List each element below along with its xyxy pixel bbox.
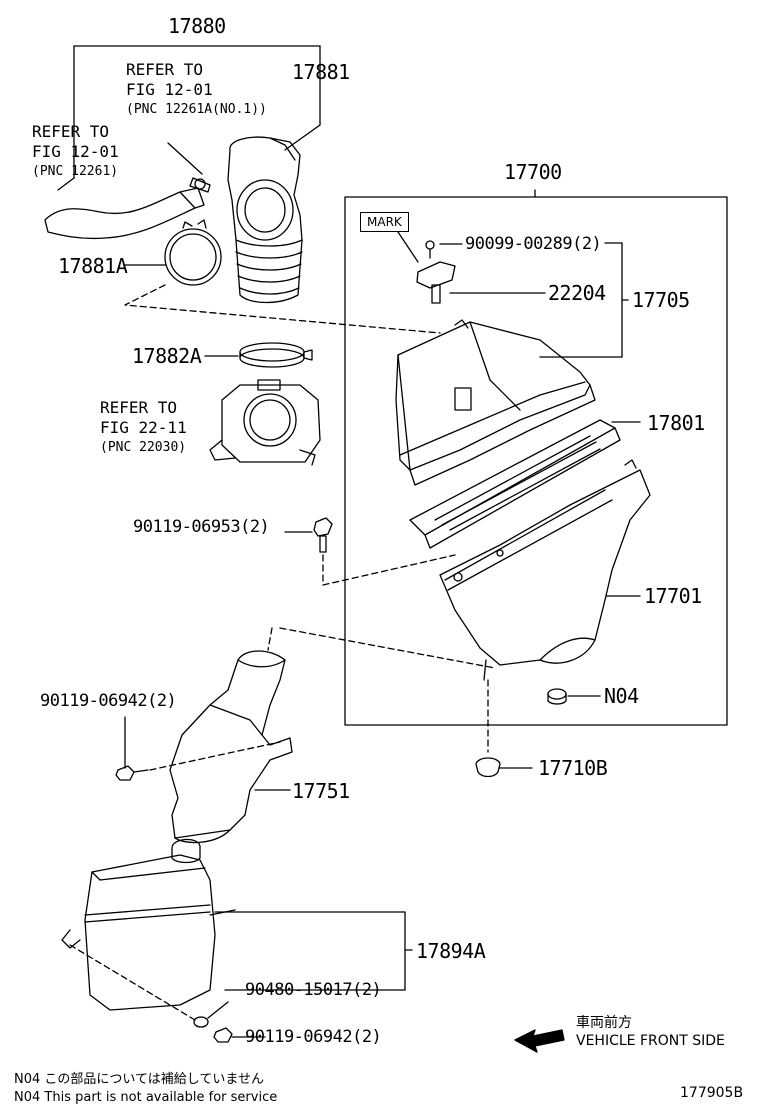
- note-jp: N04 この部品については補給していません: [14, 1072, 264, 1087]
- ref3-line1: REFER TO: [100, 398, 178, 417]
- label-17701: 17701: [644, 584, 702, 608]
- assembly-box-17700: [344, 196, 728, 726]
- ref3-line2: FIG 22-11: [100, 418, 187, 437]
- hose-clamp-17881A: [124, 219, 222, 286]
- label-N04: N04: [604, 684, 639, 708]
- vehicle-front-side: 車両前方 VEHICLE FRONT SIDE: [576, 1014, 725, 1050]
- dash-duct-to-cap: [124, 284, 441, 334]
- ref2-line1: REFER TO: [32, 122, 110, 141]
- grommet-17710B: [475, 679, 533, 778]
- sensor-22204: [416, 240, 456, 304]
- leader-mark: [397, 231, 419, 263]
- label-17700: 17700: [504, 160, 562, 184]
- ref1-line3: (PNC 12261A(NO.1)): [126, 102, 267, 117]
- air-cleaner-cap: [395, 319, 596, 486]
- bolt-90119-06942-b: [213, 1027, 266, 1043]
- refer-to-fig-12-01-a: REFER TO FIG 12-01 (PNC 12261A(NO.1)): [126, 60, 267, 120]
- refer-to-fig-22-11: REFER TO FIG 22-11 (PNC 22030): [100, 398, 187, 458]
- label-90119-06953: 90119-06953(2): [133, 517, 270, 537]
- mark-box: MARK: [360, 212, 409, 232]
- leader-17705: [439, 242, 629, 358]
- ref2-line3: (PNC 12261): [32, 164, 119, 179]
- label-90119-06942-b: 90119-06942(2): [245, 1027, 382, 1047]
- air-cleaner-case-17701: [439, 459, 651, 681]
- label-90119-06942-a: 90119-06942(2): [40, 691, 177, 711]
- air-duct-17881: [227, 136, 303, 304]
- label-17881A: 17881A: [58, 254, 128, 278]
- leader-ref1: [167, 142, 203, 175]
- intake-duct-17751: [169, 650, 293, 844]
- dash-bolt: [322, 554, 456, 586]
- note-en: N04 This part is not available for servi…: [14, 1090, 278, 1105]
- refer-to-fig-12-01-b: REFER TO FIG 12-01 (PNC 12261): [32, 122, 119, 182]
- leader-17880: [57, 45, 321, 191]
- grommet-90480-15017: [193, 1001, 229, 1028]
- label-17894A: 17894A: [416, 939, 486, 963]
- bolt-90119-06953: [284, 517, 333, 553]
- label-90099-00289: 90099-00289(2): [465, 234, 602, 254]
- label-90480-15017: 90480-15017(2): [245, 980, 382, 1000]
- bolt-90119-06942-a: [115, 716, 281, 781]
- ref1-line2: FIG 12-01: [126, 80, 213, 99]
- label-22204: 22204: [548, 281, 606, 305]
- air-filter-17801: [409, 419, 641, 549]
- label-17710B: 17710B: [538, 756, 608, 780]
- label-17881: 17881: [292, 60, 350, 84]
- front-en: VEHICLE FRONT SIDE: [576, 1033, 725, 1049]
- label-17882A: 17882A: [132, 344, 202, 368]
- ref2-line2: FIG 12-01: [32, 142, 119, 161]
- figure-id: 177905B: [680, 1085, 744, 1101]
- front-arrow-icon: [514, 1029, 565, 1053]
- grommet-N04: [547, 688, 601, 705]
- front-jp: 車両前方: [576, 1015, 632, 1031]
- ref1-line1: REFER TO: [126, 60, 204, 79]
- label-17880: 17880: [168, 14, 226, 38]
- label-17751: 17751: [292, 779, 350, 803]
- label-17705: 17705: [632, 288, 690, 312]
- dash-intake-to-case: [267, 627, 496, 669]
- clamp-band-17882A: [204, 342, 313, 368]
- label-17801: 17801: [647, 411, 705, 435]
- ref3-line3: (PNC 22030): [100, 440, 187, 455]
- resonator-17894A: [61, 838, 413, 1021]
- throttle-body: [209, 379, 321, 466]
- air-hose: [44, 177, 211, 240]
